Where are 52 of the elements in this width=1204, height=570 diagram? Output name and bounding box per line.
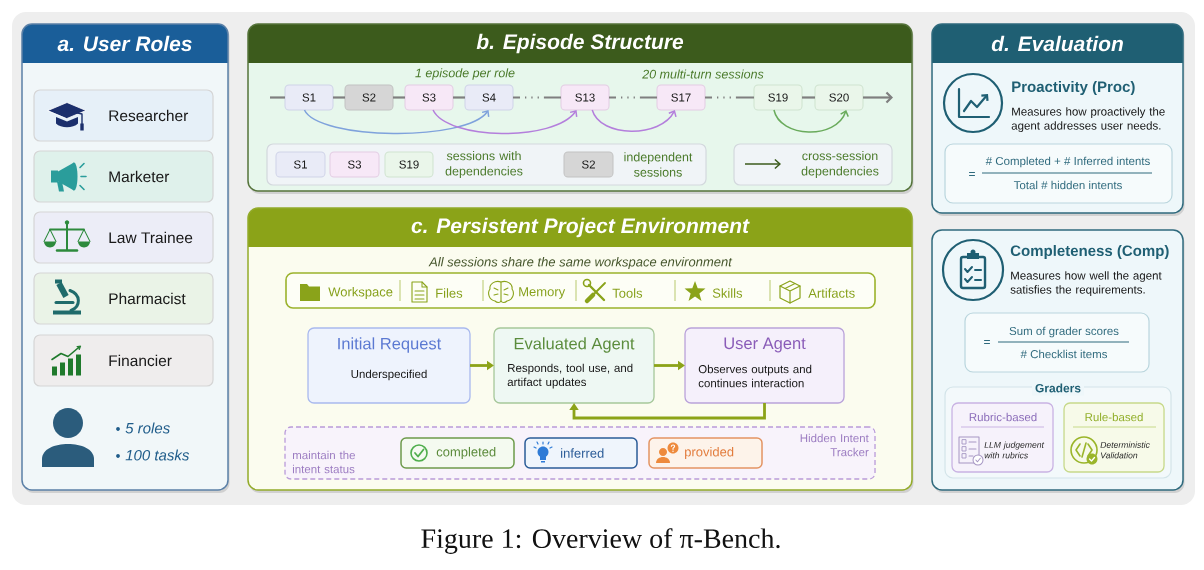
timeline [453,96,465,99]
session-box: S3 [404,84,454,111]
description: Measures how well the agent satisfies the requirements. [1010,271,1162,296]
dependency-arrow [591,109,677,132]
legend-box: cross-session dependencies [733,143,893,186]
dependency-arrow [773,109,849,133]
role-card: Financier [33,334,214,387]
subtitle: All sessions share the same workspace environment [428,256,733,270]
list-item: 100 tasks [125,449,190,461]
status-tag: provided [648,437,763,469]
session-box: S19 [753,84,803,111]
timeline [705,96,754,99]
session-box: S4 [464,84,514,111]
session-box: S20 [814,84,864,111]
timeline [609,96,657,99]
list-item: 5 roles [125,422,170,434]
workspace-bar: Workspace Files Memory Tools Skills Artifacts [285,272,876,309]
grader-card: Rubric-based LLM judgement with rubrics [951,402,1054,473]
session-box: S3 [329,151,380,178]
role-card: Researcher [33,89,214,142]
session-box: S2 [563,151,614,178]
heading: Proactivity (Proc) [1012,81,1135,95]
timeline [270,96,285,99]
description: Measures how proactively the agent addresses user needs. [1011,107,1165,132]
session-box: S17 [656,84,706,111]
formula-box: = Sum of grader scores # Checklist items [964,312,1150,373]
status-tag: completed [400,437,515,469]
session-box: S13 [560,84,610,111]
status-tag: inferred [524,437,638,469]
dependency-arrow [432,109,578,135]
session-box: S1 [284,84,334,111]
grader-card: Rule-based Deterministic Validation [1063,402,1165,473]
role-card: Pharmacist [33,272,214,325]
timeline [802,96,815,99]
role-card: Law Trainee [33,211,214,264]
caption: Figure 1: Overview of π-Bench. [421,528,780,554]
timeline [393,96,405,99]
process-box: Evaluated Agent Responds, tool use, and artifact updates [493,327,655,404]
process-box: User Agent Observes outputs and continues interaction [684,327,845,404]
dependency-arrow [303,109,490,135]
annotation: 20 multi-turn sessions [642,69,764,79]
session-box: S19 [384,151,434,178]
session-box: S2 [344,84,394,111]
annotation: 1 episode per role [415,68,515,80]
timeline [513,96,561,99]
process-box: Initial Request Underspecified [307,327,471,404]
formula-box: = # Completed + # Inferred intents Total # hidden intents [944,143,1173,204]
timeline [863,91,893,104]
role-card: Marketer [33,150,214,203]
session-box: S1 [275,151,326,178]
timeline [333,96,345,99]
arrow [569,403,766,420]
